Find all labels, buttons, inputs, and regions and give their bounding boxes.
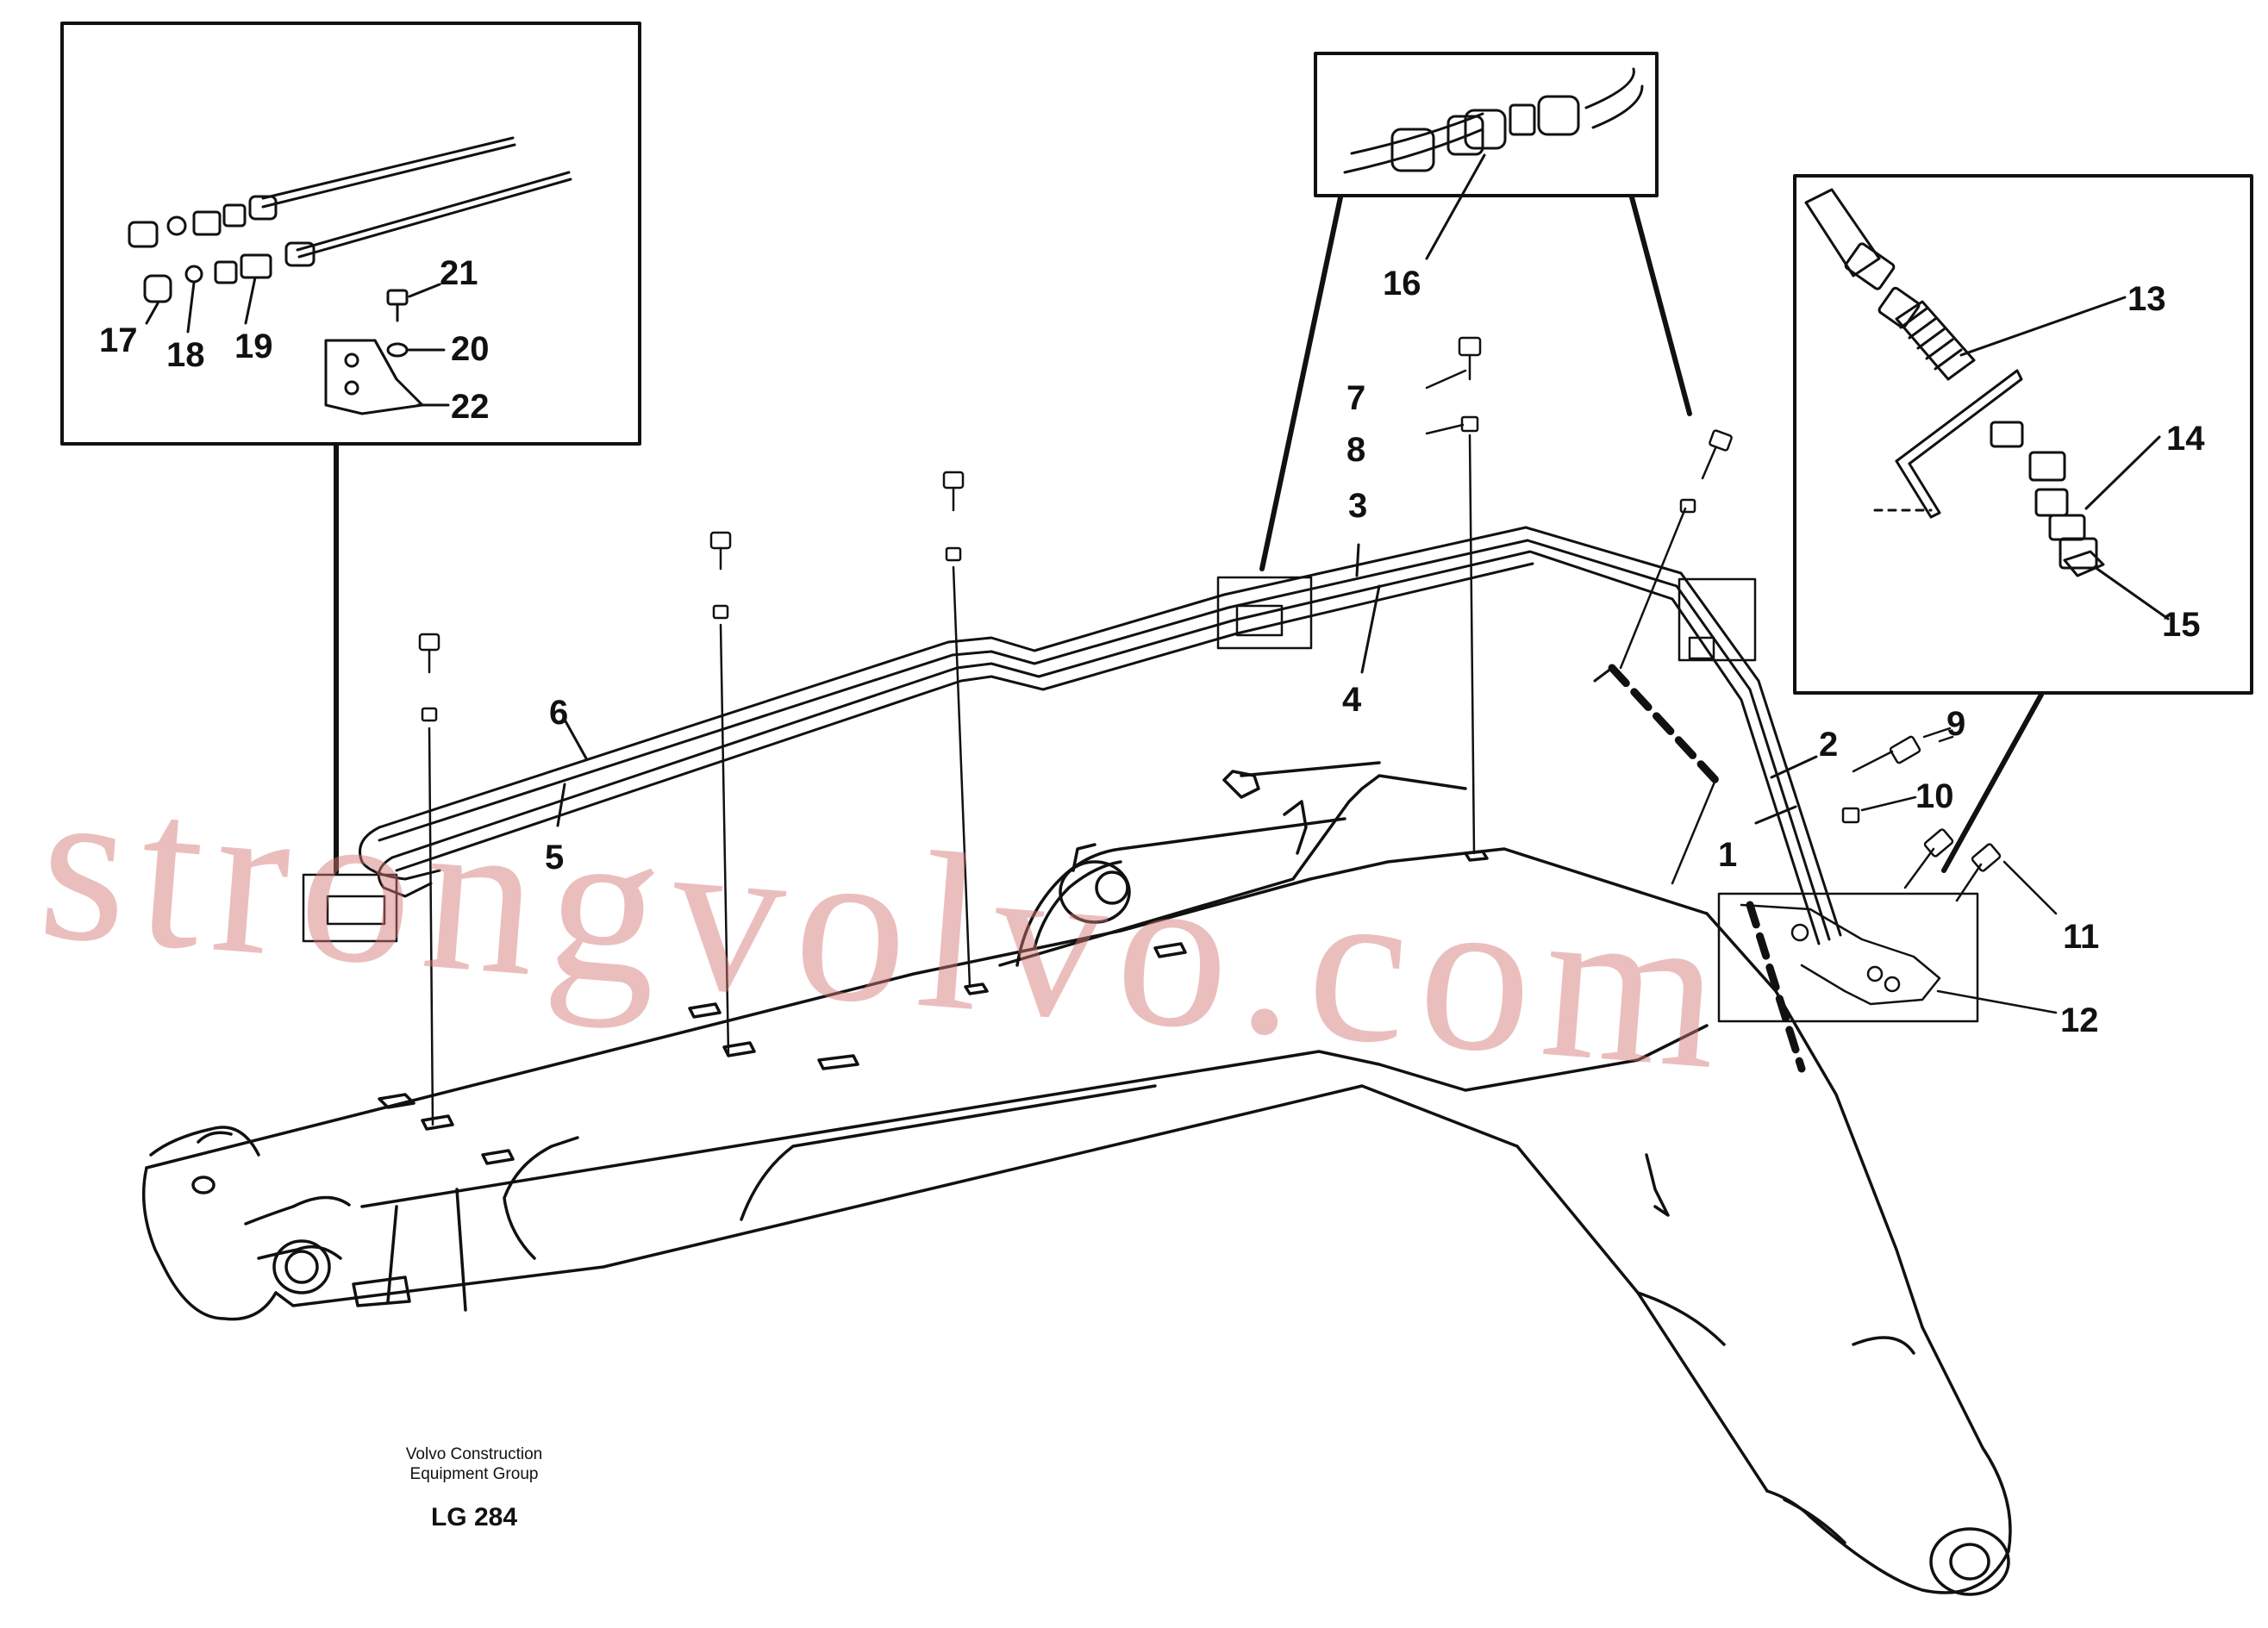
main-callouts: 1 2 3 4 5 6 7 8 9 10 11 12 — [545, 379, 2099, 1039]
callout-21: 21 — [440, 254, 478, 292]
callout-8: 8 — [1346, 431, 1365, 469]
detail-box-fittings: 17 18 19 21 20 22 — [60, 22, 641, 446]
callout-16: 16 — [1383, 265, 1421, 303]
footer-block: Volvo Construction Equipment Group LG 28… — [328, 1444, 621, 1532]
callout-15: 15 — [2162, 606, 2201, 644]
callout-5: 5 — [545, 839, 564, 876]
callout-1: 1 — [1718, 836, 1737, 874]
callout-13: 13 — [2127, 280, 2166, 318]
callout-9: 9 — [1946, 705, 1965, 743]
callout-10: 10 — [1915, 777, 1954, 815]
callout-12: 12 — [2060, 1001, 2099, 1039]
callout-20: 20 — [451, 330, 490, 368]
hydraulic-lines — [326, 526, 1842, 945]
callout-18: 18 — [166, 336, 205, 374]
callout-17: 17 — [99, 321, 138, 359]
figure-code: LG 284 — [430, 1503, 518, 1531]
callout-2: 2 — [1819, 726, 1838, 764]
detail-box-valve: 13 14 15 — [1793, 174, 2253, 695]
callout-14: 14 — [2166, 420, 2205, 458]
clamp-bolts — [418, 336, 2058, 1126]
callout-4: 4 — [1342, 681, 1362, 719]
callout-6: 6 — [549, 694, 568, 732]
callout-22: 22 — [451, 388, 490, 426]
callout-19: 19 — [234, 327, 273, 365]
callout-11: 11 — [2063, 918, 2099, 956]
callout-3: 3 — [1348, 487, 1367, 525]
callout-7: 7 — [1346, 379, 1365, 417]
footer-company-line2: Equipment Group — [409, 1465, 539, 1483]
footer-company-line1: Volvo Construction — [405, 1445, 543, 1463]
detail-box-coupling: 16 — [1314, 52, 1659, 303]
boom-body — [141, 761, 2012, 1596]
